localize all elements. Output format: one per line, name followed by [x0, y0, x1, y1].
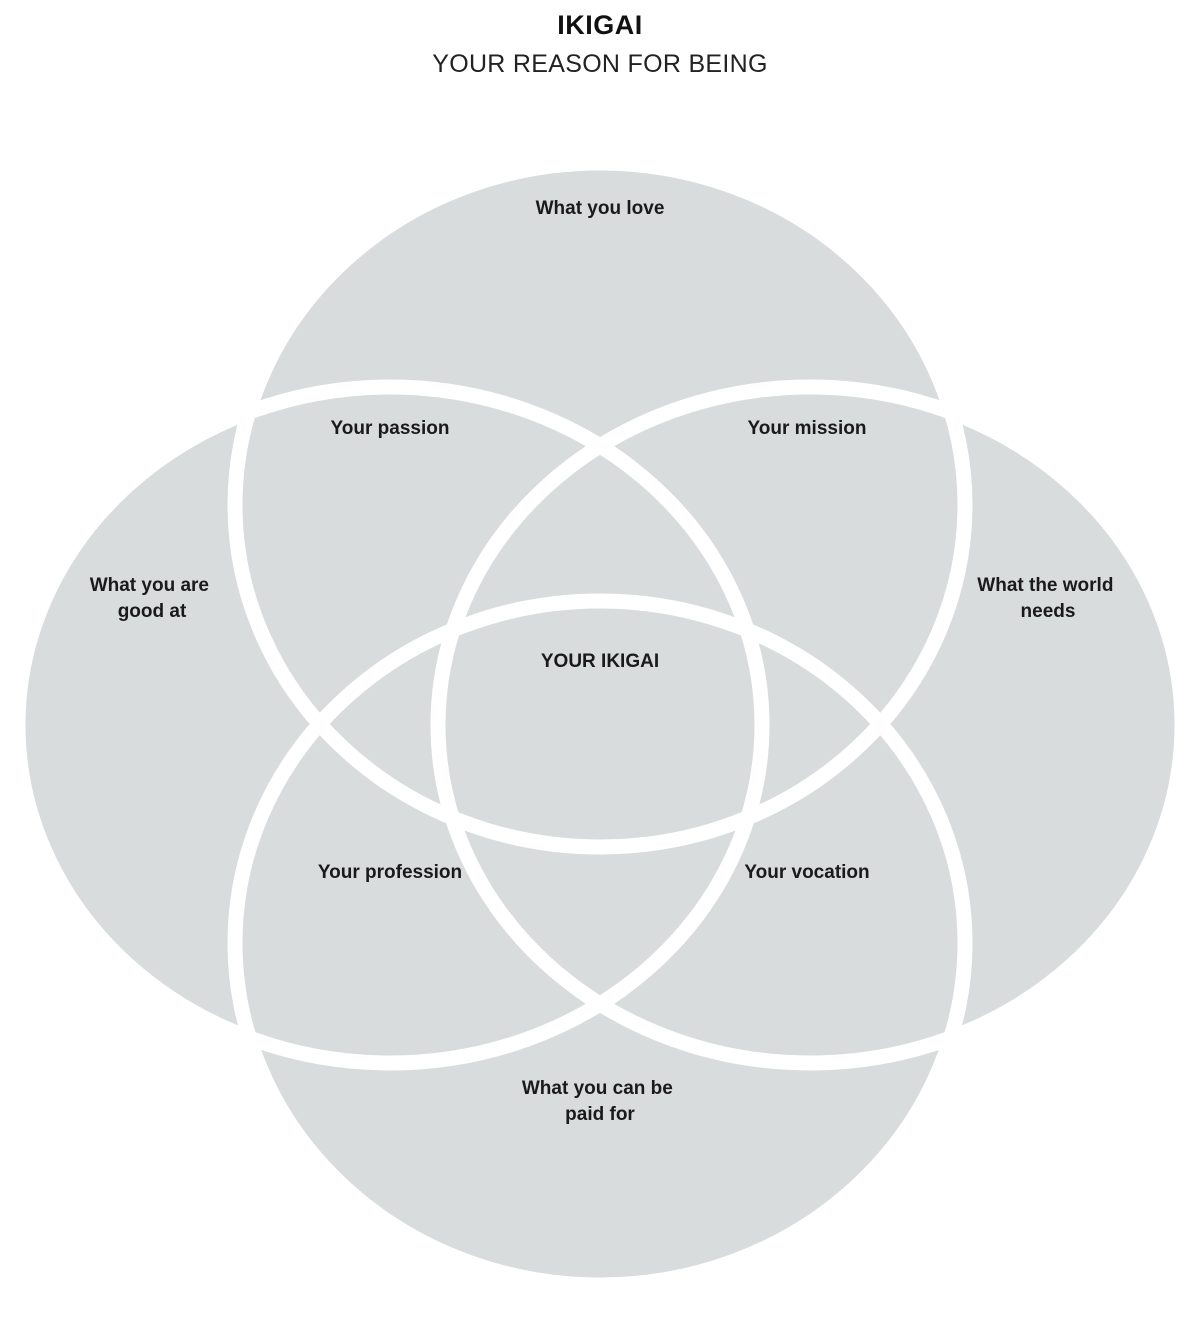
label-your-profession: Your profession	[318, 862, 462, 883]
label-paid-for-line-2: paid for	[565, 1104, 635, 1125]
outline-what-you-are-good-at	[10, 379, 770, 1071]
label-good-at-line-1: What you are	[90, 575, 209, 596]
outline-what-you-love	[227, 155, 973, 855]
page-title: IKIGAI	[557, 10, 643, 40]
circle-outlines	[10, 155, 1190, 1293]
label-paid-for-line-1: What you can be	[522, 1078, 673, 1099]
outline-what-the-world-needs	[430, 379, 1190, 1071]
label-what-you-are-good-at: What you are good at	[90, 575, 215, 622]
circle-fills	[18, 163, 1182, 1285]
circle-what-you-can-be-paid-for	[235, 601, 965, 1285]
label-world-needs-line-1: What the world	[977, 575, 1113, 596]
label-your-vocation: Your vocation	[744, 862, 869, 883]
label-your-mission: Your mission	[748, 418, 867, 439]
outline-what-you-can-be-paid-for	[227, 593, 973, 1293]
page-subtitle: YOUR REASON FOR BEING	[432, 50, 768, 78]
label-world-needs-line-2: needs	[1021, 601, 1076, 622]
label-good-at-line-2: good at	[118, 601, 187, 622]
label-your-passion: Your passion	[331, 418, 450, 439]
label-what-you-can-be-paid-for: What you can be paid for	[522, 1078, 678, 1125]
label-what-you-love: What you love	[536, 198, 665, 219]
label-your-ikigai: YOUR IKIGAI	[541, 651, 659, 672]
label-what-the-world-needs: What the world needs	[977, 575, 1118, 622]
